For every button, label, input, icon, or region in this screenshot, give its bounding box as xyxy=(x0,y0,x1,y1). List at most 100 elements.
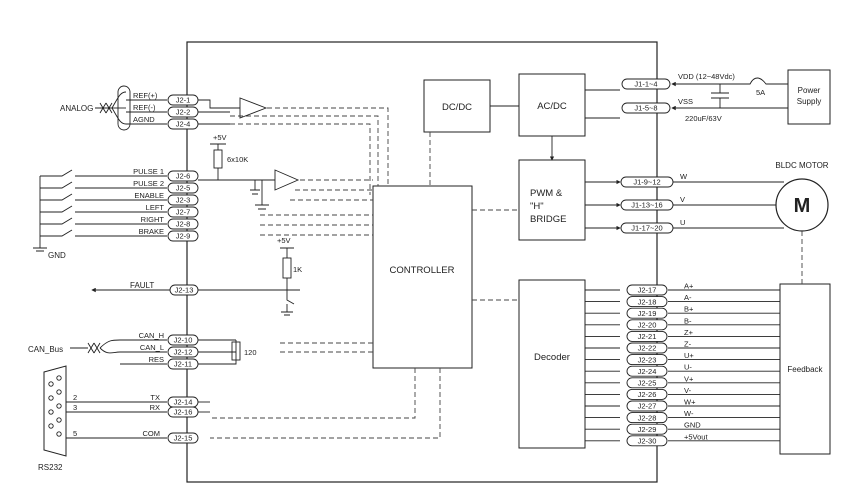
pin-j2-22-label: J2-22 xyxy=(638,344,657,353)
pin-j2-19: J2-19 xyxy=(626,307,668,319)
pin-j2-16-label: J2-16 xyxy=(174,408,193,417)
internal-links xyxy=(210,89,803,439)
pin-j2-5: J2-5 xyxy=(167,182,199,194)
rs232-number-tx: 2 xyxy=(73,393,77,402)
decoder-block: Decoder xyxy=(518,279,586,449)
power-supply-label-2: Supply xyxy=(797,97,821,106)
pin-j2-1-label: J2-1 xyxy=(176,96,191,105)
pin-j2-7: J2-7 xyxy=(167,206,199,218)
pin-j1-5-8: J1-5~8 xyxy=(621,102,671,114)
feedback-signal-3: B- xyxy=(684,316,692,325)
power-supply-block: Power Supply xyxy=(787,69,831,125)
input-signal-4: RIGHT xyxy=(141,215,165,224)
pin-j2-17-label: J2-17 xyxy=(638,286,657,295)
gnd-label: GND xyxy=(48,251,66,260)
pin-j1-13-16: J1-13~16 xyxy=(620,199,674,211)
pin-j2-4-label: J2-4 xyxy=(176,120,191,129)
pin-j2-3: J2-3 xyxy=(167,194,199,206)
input-resistor-label: 6x10K xyxy=(227,155,248,164)
motor-phase-w: W xyxy=(680,172,688,181)
fault-pin: J2-13 xyxy=(169,284,199,296)
can-signal-0: CAN_H xyxy=(139,331,164,340)
decoder-label: Decoder xyxy=(534,352,570,363)
pin-j2-2: J2-2 xyxy=(167,106,199,118)
feedback-block: Feedback xyxy=(779,283,831,455)
pin-j2-14-label: J2-14 xyxy=(174,398,193,407)
controller-block: CONTROLLER xyxy=(372,185,473,369)
pin-j1-1-4-label: J1-1~4 xyxy=(634,80,657,89)
pin-j2-8-label: J2-8 xyxy=(176,220,191,229)
power-supply-label-1: Power xyxy=(798,86,821,95)
pin-j2-24: J2-24 xyxy=(626,365,668,377)
pin-j2-21-label: J2-21 xyxy=(638,332,657,341)
pin-j2-8: J2-8 xyxy=(167,218,199,230)
pin-j2-28: J2-28 xyxy=(626,412,668,424)
pin-j2-23-label: J2-23 xyxy=(638,355,657,364)
pin-j2-14: J2-14 xyxy=(167,396,199,408)
motor-phase-v: V xyxy=(680,195,685,204)
fault-output-circuit: +5V 1K xyxy=(91,236,302,316)
analog-signal-0: REF(+) xyxy=(133,91,158,100)
pin-j1-17-20: J1-17~20 xyxy=(620,222,674,234)
rs232-signal-0: TX xyxy=(150,393,160,402)
pin-j2-6-label: J2-6 xyxy=(176,172,191,181)
vdd-label: VDD (12~48Vdc) xyxy=(678,72,735,81)
power-supply-wiring: 5A VDD (12~48Vdc) VSS 220uF/63V xyxy=(671,72,788,123)
pin-j2-21: J2-21 xyxy=(626,330,668,342)
input-signal-1: PULSE 2 xyxy=(133,179,164,188)
feedback-signal-11: W- xyxy=(684,409,694,418)
bldc-motor: BLDC MOTOR M xyxy=(775,161,829,232)
driver-enclosure xyxy=(186,41,658,483)
pin-j2-27: J2-27 xyxy=(626,400,668,412)
controller-label: CONTROLLER xyxy=(390,265,455,276)
pin-j2-13: J2-13 xyxy=(169,284,199,296)
can-bus-circuit: 120 xyxy=(70,339,257,365)
input-signal-3: LEFT xyxy=(146,203,165,212)
feedback-signal-12: GND xyxy=(684,421,701,430)
pin-j2-19-label: J2-19 xyxy=(638,309,657,318)
capacitor-label: 220uF/63V xyxy=(685,114,722,123)
pin-j2-26: J2-26 xyxy=(626,388,668,400)
pin-j2-26-label: J2-26 xyxy=(638,390,657,399)
supply-pins: J1-1~4J1-5~8 xyxy=(621,78,671,114)
pin-j2-7-label: J2-7 xyxy=(176,208,191,217)
acdc-label: AC/DC xyxy=(537,101,567,112)
pin-j1-1-4: J1-1~4 xyxy=(621,78,671,90)
feedback-signal-8: V+ xyxy=(684,374,694,383)
pin-j1-17-20-label: J1-17~20 xyxy=(631,224,662,233)
rs232-signal-2: COM xyxy=(143,429,161,438)
pin-j2-1: J2-1 xyxy=(167,94,199,106)
pin-j2-25-label: J2-25 xyxy=(638,379,657,388)
rs232-number-rx: 3 xyxy=(73,403,77,412)
analog-signal-1: REF(-) xyxy=(133,103,156,112)
pin-j2-3-label: J2-3 xyxy=(176,196,191,205)
analog-input-circuit: ANALOG xyxy=(60,85,268,131)
pin-j2-5-label: J2-5 xyxy=(176,184,191,193)
analog-label: ANALOG xyxy=(60,104,93,113)
pin-j2-30-label: J2-30 xyxy=(638,437,657,446)
motor-symbol: M xyxy=(794,195,811,217)
dcdc-block: DC/DC xyxy=(423,79,491,133)
rs232-signal-1: RX xyxy=(150,403,160,412)
input-signal-5: BRAKE xyxy=(139,227,164,236)
pin-j2-12: J2-12 xyxy=(167,346,199,358)
fault-vcc-label: +5V xyxy=(277,236,291,245)
feedback-signal-10: W+ xyxy=(684,398,696,407)
feedback-signal-2: B+ xyxy=(684,305,694,314)
feedback-signal-9: V- xyxy=(684,386,692,395)
fault-resistor-label: 1K xyxy=(293,265,302,274)
feedback-signal-13: +5Vout xyxy=(684,432,708,441)
feedback-signal-5: Z- xyxy=(684,340,692,349)
motor-phase-u: U xyxy=(680,218,685,227)
pin-j2-16: J2-16 xyxy=(167,406,199,418)
feedback-signal-0: A+ xyxy=(684,282,694,291)
can-signal-1: CAN_L xyxy=(140,343,164,352)
feedback-signal-6: U+ xyxy=(684,351,694,360)
